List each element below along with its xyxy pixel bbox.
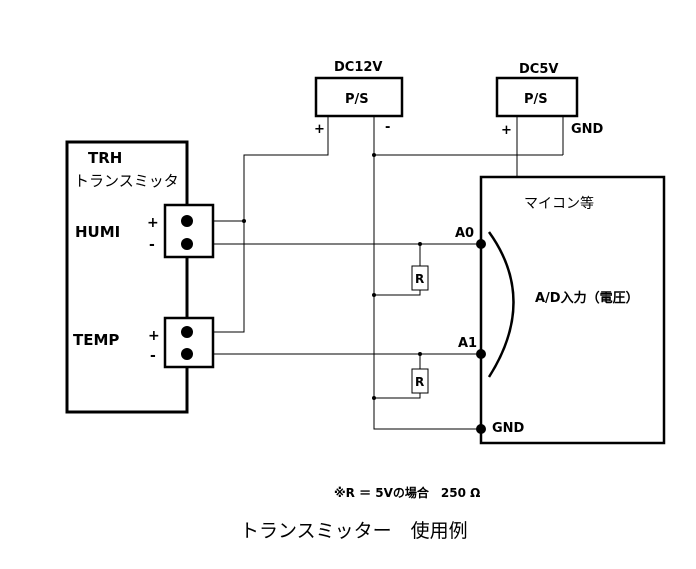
junction-dot xyxy=(418,352,422,356)
a1-label: A1 xyxy=(458,336,477,351)
temp-plus-terminal xyxy=(181,326,193,338)
dc5v-ps-label: P/S xyxy=(524,92,548,107)
wire-12v-minus-gnd xyxy=(373,116,481,430)
junction-dot xyxy=(372,396,376,400)
dc12v-plus-label: + xyxy=(314,122,325,137)
diagram-caption: トランスミッター 使用例 xyxy=(240,520,468,542)
wire-r2-return xyxy=(374,393,421,399)
adc-bracket-curve xyxy=(487,231,515,378)
humi-minus-label: - xyxy=(149,237,155,253)
temp-plus-label: + xyxy=(148,328,160,344)
r2-label: R xyxy=(415,375,424,389)
humi-minus-terminal xyxy=(181,238,193,250)
wires xyxy=(213,116,564,430)
gnd-input-terminal xyxy=(476,424,486,434)
r1-label: R xyxy=(415,272,424,286)
dc5v-plus-label: + xyxy=(501,123,512,138)
a0-label: A0 xyxy=(455,226,474,241)
junction-dot xyxy=(242,219,246,223)
temp-minus-terminal xyxy=(181,348,193,360)
humi-label: HUMI xyxy=(75,223,120,241)
a0-input-terminal xyxy=(476,239,486,249)
transmitter-title-name: トランスミッタ xyxy=(74,172,179,190)
temp-terminal-block xyxy=(163,316,215,369)
mcu-box xyxy=(479,175,666,445)
dc12v-ps-label: P/S xyxy=(345,92,369,107)
mcu-gnd-label: GND xyxy=(492,421,525,436)
wire-r1-return xyxy=(374,290,421,296)
temp-minus-label: - xyxy=(150,348,156,364)
dc12v-label: DC12V xyxy=(334,60,382,75)
adc-input-label: A/D入力（電圧） xyxy=(535,290,639,306)
junction-dots xyxy=(242,153,422,400)
dc5v-power-supply-box xyxy=(495,76,579,118)
wire-12v-plus xyxy=(213,116,329,333)
resistor-note: ※R ＝ 5Vの場合 250 Ω xyxy=(334,485,480,500)
terminal-dots xyxy=(181,215,486,434)
junction-dot xyxy=(372,153,376,157)
resistor-r1 xyxy=(411,265,429,291)
transmitter-title-trh: TRH xyxy=(88,149,122,167)
junction-dot xyxy=(418,242,422,246)
junction-dot xyxy=(372,293,376,297)
dc5v-label: DC5V xyxy=(519,62,558,77)
a1-input-terminal xyxy=(476,349,486,359)
humi-plus-label: + xyxy=(147,215,159,231)
transmitter-box xyxy=(65,140,189,414)
temp-label: TEMP xyxy=(73,331,119,349)
humi-plus-terminal xyxy=(181,215,193,227)
mcu-title: マイコン等 xyxy=(524,195,594,212)
dc12v-power-supply-box xyxy=(314,76,404,118)
dc12v-minus-label: - xyxy=(385,120,390,135)
resistor-r2 xyxy=(411,368,429,394)
dc5v-gnd-label: GND xyxy=(571,122,604,137)
